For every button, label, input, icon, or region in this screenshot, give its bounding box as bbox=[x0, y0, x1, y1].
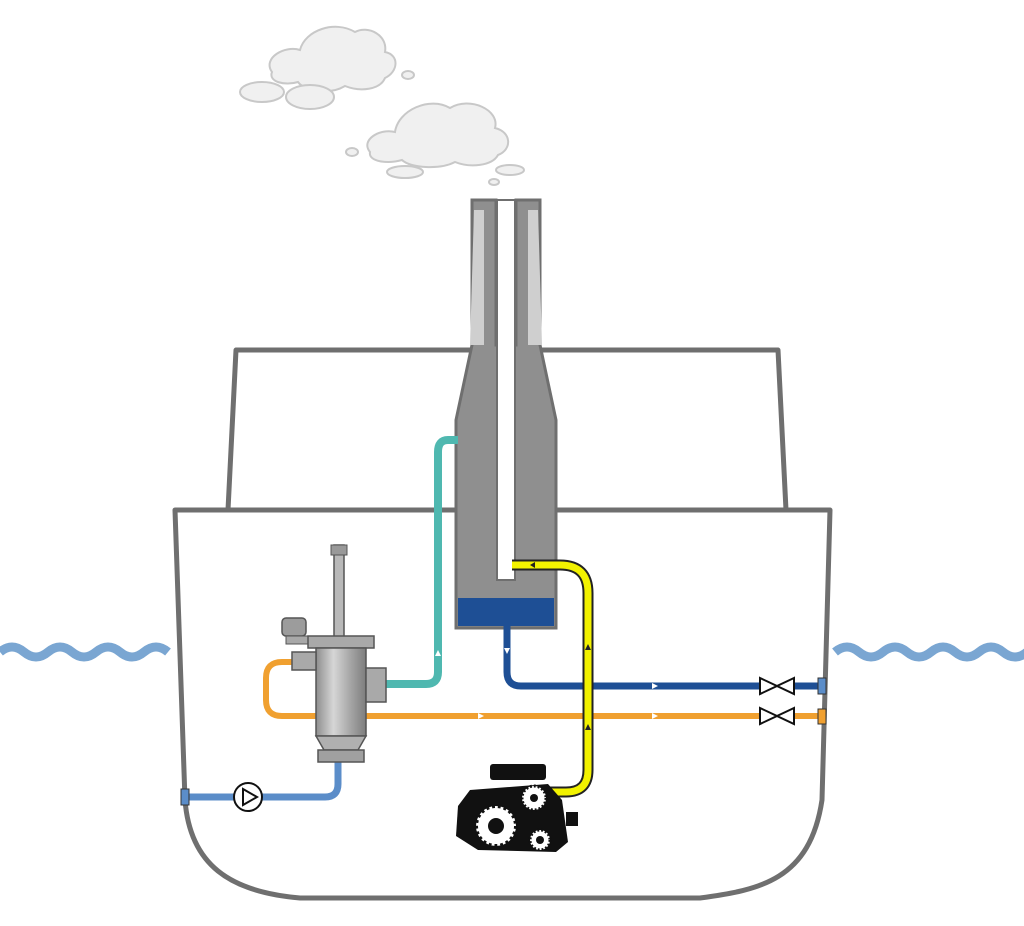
filter-housing bbox=[281, 544, 387, 763]
filter-actuator bbox=[281, 617, 307, 637]
valve-icon bbox=[759, 676, 795, 696]
filter-stem-cap bbox=[330, 544, 348, 556]
engine-flywheel-hub bbox=[488, 818, 504, 834]
engine-pulley-bottom-hub bbox=[536, 836, 544, 844]
pump-icon bbox=[233, 782, 263, 812]
hull-penetration-lower bbox=[817, 708, 827, 725]
flow-arrow-icon bbox=[652, 683, 658, 689]
hull-penetration-inlet bbox=[180, 788, 190, 806]
valve-icon bbox=[759, 706, 795, 726]
flow-arrow-icon bbox=[652, 713, 658, 719]
filter-bottom-flange bbox=[317, 749, 365, 763]
sea-wave-right bbox=[832, 642, 1024, 662]
cloud-puff bbox=[401, 70, 415, 80]
sea-wave-left bbox=[0, 642, 171, 662]
cloud-puff bbox=[495, 164, 525, 176]
engine-exhaust-pipe-fill bbox=[512, 561, 592, 796]
filter-stem bbox=[333, 544, 345, 641]
engine-pulley-top-hub bbox=[530, 794, 538, 802]
flow-arrow-icon bbox=[530, 562, 535, 568]
engine-icon bbox=[456, 764, 578, 852]
smoke-clouds bbox=[239, 25, 525, 186]
filter-side-flange bbox=[365, 667, 387, 703]
washwater-outlet-pipe bbox=[503, 626, 760, 690]
flow-arrow-icon bbox=[504, 648, 510, 654]
cloud-puff bbox=[285, 84, 335, 110]
cloud-puff bbox=[239, 81, 285, 103]
stack-highlight-right bbox=[528, 210, 542, 345]
stack-highlight-left bbox=[470, 210, 484, 345]
flow-arrow-icon bbox=[478, 713, 484, 719]
cloud-lower bbox=[366, 102, 510, 168]
cloud-upper bbox=[268, 25, 397, 93]
filter-side-port bbox=[291, 651, 317, 671]
flow-arrow-icon bbox=[585, 724, 591, 730]
cloud-puff bbox=[386, 165, 424, 179]
engine-top bbox=[490, 764, 546, 780]
bypass-pipe bbox=[263, 659, 760, 719]
seawater-inlet-pipe bbox=[184, 762, 342, 801]
filter-top-flange bbox=[307, 635, 375, 649]
clean-exhaust-pipe bbox=[385, 436, 458, 688]
hull-penetration-upper bbox=[817, 677, 827, 695]
cloud-puff bbox=[488, 178, 500, 186]
cloud-puff bbox=[345, 147, 359, 157]
filter-cone bbox=[314, 735, 368, 751]
flow-arrow-icon bbox=[435, 650, 441, 656]
exhaust-inner-duct bbox=[496, 199, 516, 581]
filter-body bbox=[315, 647, 367, 737]
exhaust-stack bbox=[454, 198, 558, 630]
flow-arrow-icon bbox=[585, 644, 591, 650]
engine-side bbox=[566, 812, 578, 826]
scrubber-sump bbox=[458, 598, 554, 626]
